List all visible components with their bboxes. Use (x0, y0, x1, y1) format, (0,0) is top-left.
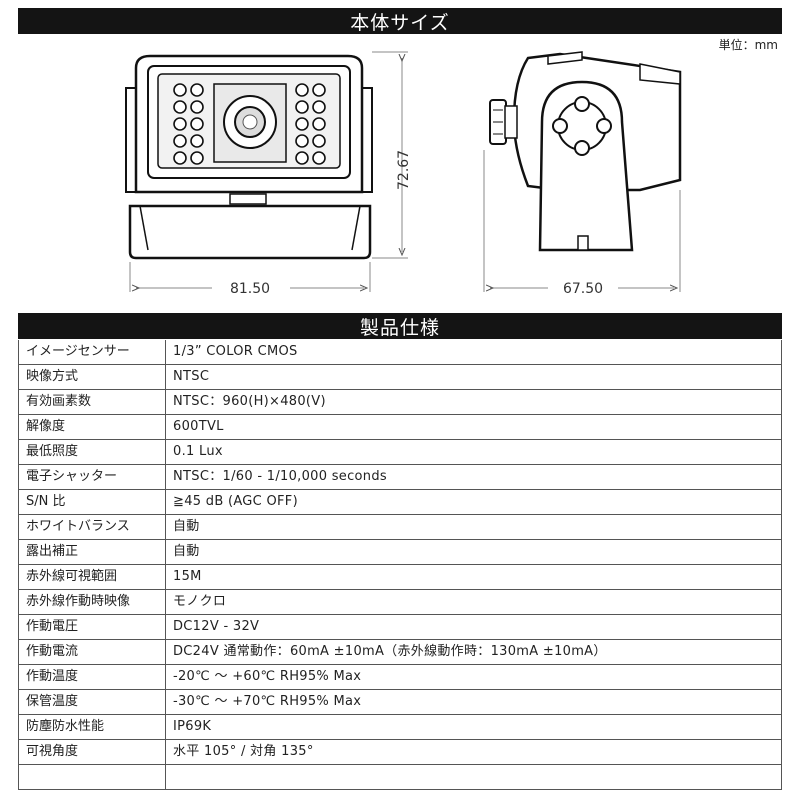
unit-label: 単位：mm (718, 38, 778, 52)
spec-label: 電子シャッター (18, 464, 166, 490)
spec-row: 保管温度-30℃ ～ +70℃ RH95% Max (18, 689, 782, 715)
size-title-text: 本体サイズ (350, 11, 450, 34)
spec-value (165, 764, 782, 790)
side-view (489, 51, 682, 252)
spec-label (18, 764, 166, 790)
spec-label: 作動電流 (18, 639, 166, 665)
spec-value: -20℃ ～ +60℃ RH95% Max (165, 664, 782, 690)
spec-value: 15M (165, 564, 782, 590)
spec-value: 自動 (165, 539, 782, 565)
spec-value: 水平 105° / 対角 135° (165, 739, 782, 765)
spec-label: 赤外線作動時映像 (18, 589, 166, 615)
specs-title-text: 製品仕様 (359, 316, 440, 339)
spec-value: DC12V - 32V (165, 614, 782, 640)
section-title-size: 本体サイズ (18, 8, 782, 34)
spec-label: 解像度 (18, 414, 166, 440)
spec-row: 作動温度-20℃ ～ +60℃ RH95% Max (18, 664, 782, 690)
spec-row: 赤外線作動時映像モノクロ (18, 589, 782, 615)
spec-label: イメージセンサー (18, 340, 166, 365)
spec-value: IP69K (165, 714, 782, 740)
spec-label: 作動温度 (18, 664, 166, 690)
spec-value: DC24V 通常動作：60mA ±10mA（赤外線動作時：130mA ±10mA… (165, 639, 782, 665)
spec-label: ホワイトバランス (18, 514, 166, 540)
spec-value: 0.1 Lux (165, 439, 782, 465)
spec-row: S/N 比≧45 dB (AGC OFF) (18, 489, 782, 515)
spec-value: 自動 (165, 514, 782, 540)
height-dimension: 72.67 (396, 150, 412, 190)
spec-value: NTSC：1/60 - 1/10,000 seconds (165, 464, 782, 490)
front-view (125, 54, 373, 260)
spec-row: 露出補正自動 (18, 539, 782, 565)
spec-label: 可視角度 (18, 739, 166, 765)
spec-value: NTSC (165, 364, 782, 390)
spec-value: モノクロ (165, 589, 782, 615)
spec-value: ≧45 dB (AGC OFF) (165, 489, 782, 515)
spec-row (18, 764, 782, 790)
spec-label: 保管温度 (18, 689, 166, 715)
width-dimension: 81.50 (230, 281, 270, 297)
spec-value: NTSC：960(H)×480(V) (165, 389, 782, 415)
section-title-specs: 製品仕様 (18, 313, 782, 339)
camera-dimension-drawing: 72.67 81.50 67.50 (125, 51, 682, 297)
spec-label: 赤外線可視範囲 (18, 564, 166, 590)
spec-label: 露出補正 (18, 539, 166, 565)
spec-label: 映像方式 (18, 364, 166, 390)
spec-value: -30℃ ～ +70℃ RH95% Max (165, 689, 782, 715)
front-dimension-lines (129, 51, 408, 292)
spec-value: 600TVL (165, 414, 782, 440)
depth-dimension: 67.50 (563, 281, 603, 297)
spec-label: 有効画素数 (18, 389, 166, 415)
spec-value: 1/3” COLOR CMOS (165, 340, 782, 365)
spec-row: ホワイトバランス自動 (18, 514, 782, 540)
side-dimension-lines (483, 150, 681, 292)
spec-label: 防塵防水性能 (18, 714, 166, 740)
spec-row: 可視角度水平 105° / 対角 135° (18, 739, 782, 765)
spec-label: 作動電圧 (18, 614, 166, 640)
spec-label: 最低照度 (18, 439, 166, 465)
spec-label: S/N 比 (18, 489, 166, 515)
